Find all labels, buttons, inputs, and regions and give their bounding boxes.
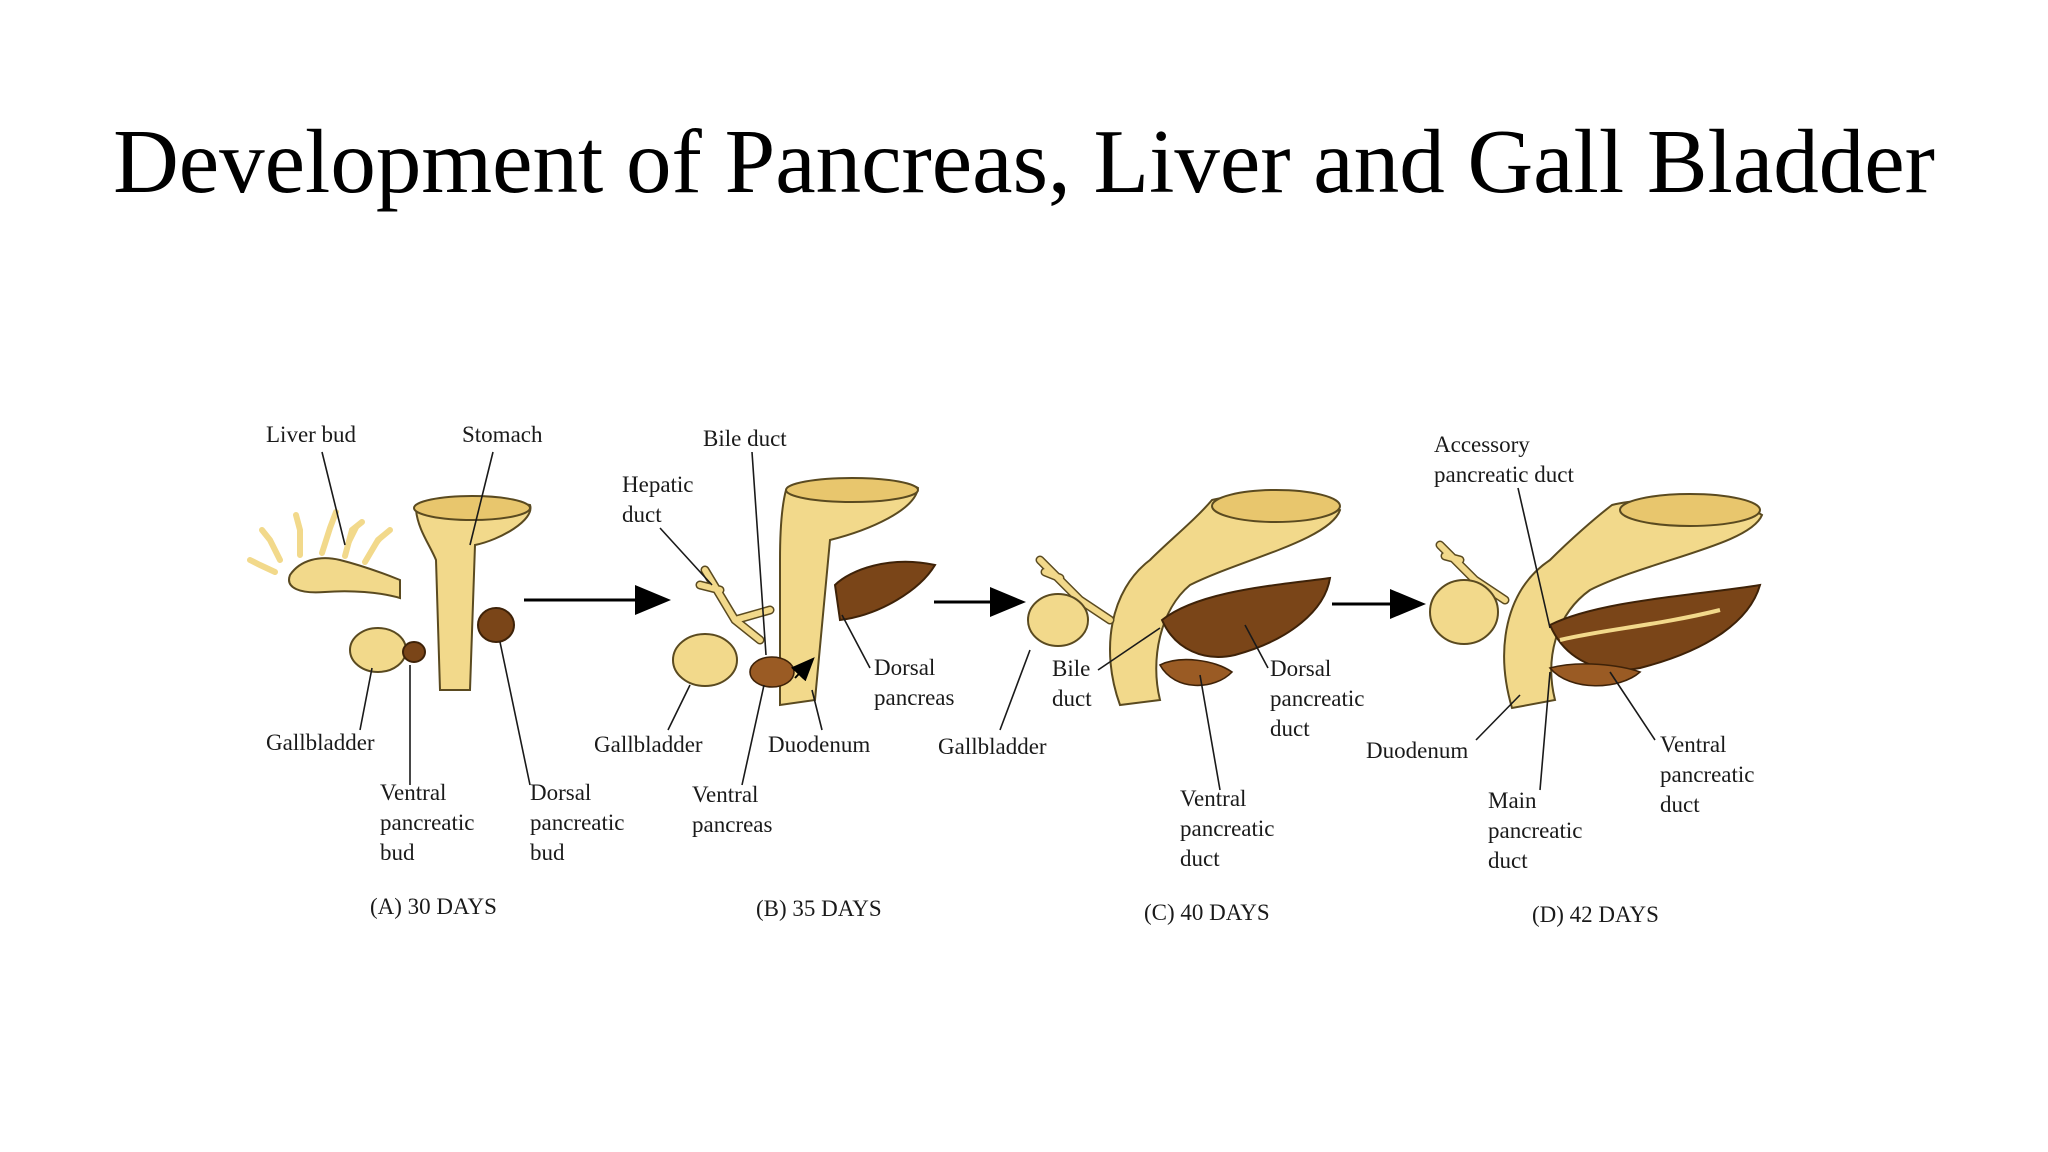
panel-a-illustration	[247, 495, 532, 691]
panel-b-illustration	[672, 477, 937, 707]
label-ventral-duct-d-1: Ventral	[1660, 732, 1726, 757]
label-dorsal-bud-1: Dorsal	[530, 780, 591, 805]
label-bile-duct-b: Bile duct	[703, 426, 787, 451]
label-gallbladder-b: Gallbladder	[594, 732, 703, 757]
label-hepatic-duct-1: Hepatic	[622, 472, 694, 497]
caption-a: (A) 30 DAYS	[370, 894, 497, 919]
label-ventral-pancreas-1: Ventral	[692, 782, 758, 807]
label-main-duct-1: Main	[1488, 788, 1537, 813]
label-ventral-duct-c-2: pancreatic	[1180, 816, 1274, 841]
label-dorsal-pancreas-2: pancreas	[874, 685, 954, 710]
dorsal-pancreas-shape-c	[1160, 576, 1332, 658]
ventral-pancreas-shape-b	[749, 656, 795, 688]
ventral-pancreas-shape-c	[1158, 658, 1234, 687]
dorsal-bud-shape	[477, 607, 515, 643]
label-bile-duct-c-2: duct	[1052, 686, 1092, 711]
label-ventral-duct-d-3: duct	[1660, 792, 1700, 817]
label-ventral-bud-2: pancreatic	[380, 810, 474, 835]
gallbladder-shape-d	[1429, 579, 1499, 645]
label-dorsal-bud-2: pancreatic	[530, 810, 624, 835]
caption-d: (D) 42 DAYS	[1532, 902, 1659, 927]
panel-c-illustration	[1027, 489, 1342, 707]
label-main-duct-2: pancreatic	[1488, 818, 1582, 843]
label-dorsal-bud-3: bud	[530, 840, 565, 865]
slide-title: Development of Pancreas, Liver and Gall …	[113, 111, 1935, 212]
label-duodenum-d: Duodenum	[1366, 738, 1468, 763]
caption-b: (B) 35 DAYS	[756, 896, 882, 921]
gallbladder-shape-b	[672, 633, 738, 687]
label-gallbladder-a: Gallbladder	[266, 730, 375, 755]
label-dorsal-pancreas-1: Dorsal	[874, 655, 935, 680]
stomach-opening-d	[1619, 493, 1761, 527]
stomach-opening-c	[1211, 489, 1341, 523]
label-ventral-duct-c-3: duct	[1180, 846, 1220, 871]
label-hepatic-duct-2: duct	[622, 502, 662, 527]
label-accessory-duct-1: Accessory	[1434, 432, 1530, 457]
label-ventral-bud-1: Ventral	[380, 780, 446, 805]
gallbladder-shape-a	[349, 627, 407, 673]
label-ventral-duct-c-1: Ventral	[1180, 786, 1246, 811]
label-ventral-duct-d-2: pancreatic	[1660, 762, 1754, 787]
label-stomach: Stomach	[462, 422, 543, 447]
gallbladder-shape-c	[1027, 593, 1089, 647]
ventral-pancreas-shape-d	[1548, 663, 1642, 687]
caption-c: (C) 40 DAYS	[1144, 900, 1270, 925]
label-ventral-bud-3: bud	[380, 840, 415, 865]
label-ventral-pancreas-2: pancreas	[692, 812, 772, 837]
ventral-bud-shape	[402, 641, 426, 663]
label-duodenum-b: Duodenum	[768, 732, 870, 757]
label-dorsal-duct-2: pancreatic	[1270, 686, 1364, 711]
label-dorsal-duct-1: Dorsal	[1270, 656, 1331, 681]
panel-d-illustration	[1429, 493, 1764, 710]
liver-bud-shape	[247, 509, 401, 600]
stomach-opening	[413, 495, 531, 521]
label-accessory-duct-2: pancreatic duct	[1434, 462, 1574, 487]
stomach-opening-b	[785, 477, 919, 503]
label-dorsal-duct-3: duct	[1270, 716, 1310, 741]
label-main-duct-3: duct	[1488, 848, 1528, 873]
dorsal-pancreas-shape-b	[833, 560, 937, 622]
label-gallbladder-c: Gallbladder	[938, 734, 1047, 759]
label-bile-duct-c-1: Bile	[1052, 656, 1090, 681]
label-liver-bud: Liver bud	[266, 422, 357, 447]
stomach-tube	[414, 498, 532, 691]
